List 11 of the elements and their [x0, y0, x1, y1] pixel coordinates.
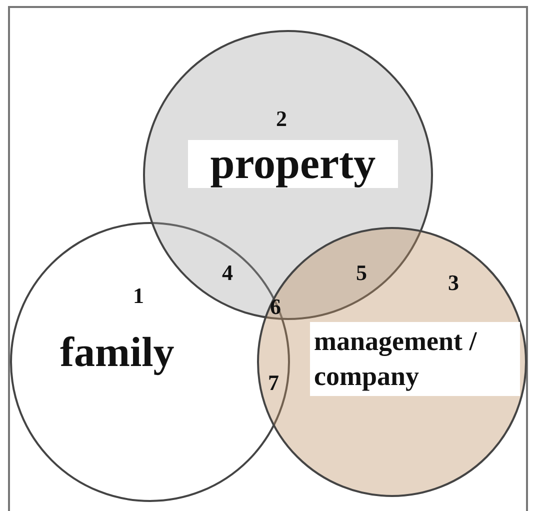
venn-circle — [10, 222, 290, 502]
region-number: 2 — [276, 108, 287, 130]
set-label: family — [60, 332, 174, 374]
set-label: property — [188, 140, 398, 188]
region-number: 7 — [268, 372, 279, 394]
region-number: 4 — [222, 262, 233, 284]
region-number: 6 — [270, 296, 281, 318]
region-number: 1 — [133, 285, 144, 307]
region-number: 5 — [356, 262, 367, 284]
region-number: 3 — [448, 272, 459, 294]
set-label: management / company — [310, 322, 520, 396]
